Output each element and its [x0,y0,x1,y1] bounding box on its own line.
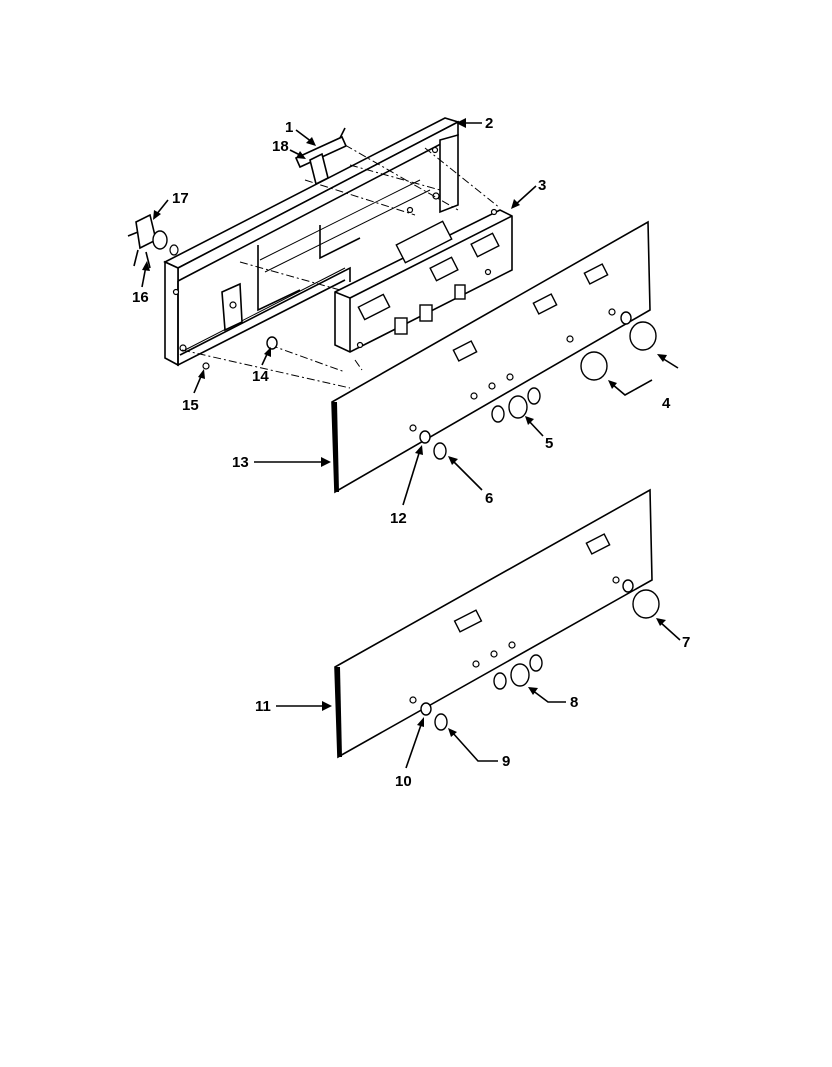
part-label-14: 14 [252,368,269,385]
lower-console-panel [334,488,660,759]
part-label-17: 17 [172,190,189,207]
leader-arrows [141,118,681,769]
part-label-11: 11 [255,698,271,715]
part-label-10: 10 [395,773,412,790]
control-box [334,208,513,353]
part-label-6: 6 [485,490,493,507]
screw-part-14 [266,336,278,350]
part-label-4: 4 [662,395,671,412]
part-label-16: 16 [132,289,149,306]
part-label-2: 2 [485,115,493,132]
part-label-8: 8 [570,694,578,711]
part-label-5: 5 [545,435,553,452]
small-bracket [294,127,348,186]
part-label-12: 12 [390,510,407,527]
alignment-lines [181,144,501,389]
switch-hardware [127,213,179,269]
part-label-9: 9 [502,753,510,770]
part-label-18: 18 [272,138,289,155]
part-label-1: 1 [285,119,293,136]
part-label-3: 3 [538,177,546,194]
part-label-7: 7 [682,634,690,651]
part-label-15: 15 [182,397,199,414]
part-label-13: 13 [232,454,249,471]
upper-console-panel [331,220,657,494]
screw-part-15 [202,362,210,370]
part-labels: 1 2 3 4 5 6 7 8 9 10 11 12 13 14 15 16 1… [132,115,690,790]
